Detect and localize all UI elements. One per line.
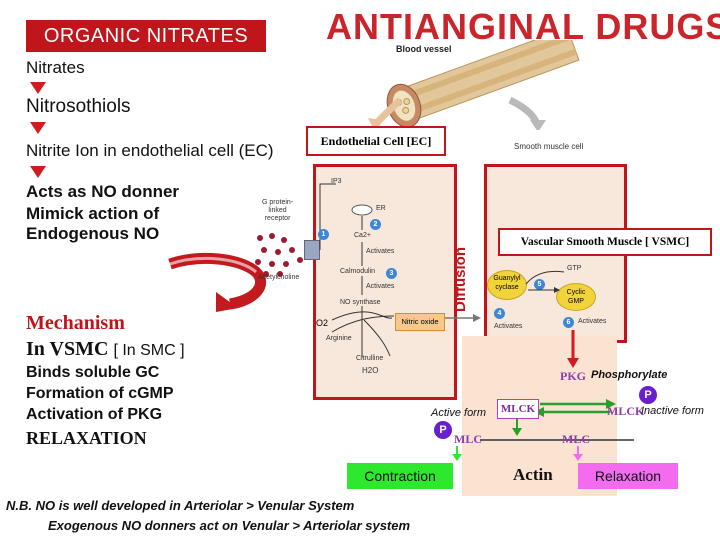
citrulline-label: Citrulline xyxy=(356,355,384,362)
receptor-label-line: G protein- xyxy=(262,199,294,206)
blood-vessel-illustration xyxy=(368,40,580,130)
step-nitrosothiols: Nitrosothiols xyxy=(26,96,131,117)
smc-pathway-arrows xyxy=(525,270,565,293)
no-synthase-label: NO synthase xyxy=(340,299,381,306)
acetylcholine-molecules xyxy=(255,233,303,277)
arginine-label: Arginine xyxy=(326,335,352,342)
step-number-badge: 1 xyxy=(318,229,329,240)
endothelial-cell-title: Endothelial Cell [EC] xyxy=(306,126,446,156)
ec-pathway-arrows xyxy=(319,183,395,358)
regulation-arrows xyxy=(452,330,634,461)
step-nitrates: Nitrates xyxy=(26,58,85,77)
mechanism-location: In VSMC [ In SMC ] xyxy=(26,338,185,361)
note-2: Exogenous NO donners act on Venular > Ar… xyxy=(48,518,411,533)
mlck-active-box: MLCK xyxy=(497,399,539,419)
mechanism-line-3: Activation of PKG xyxy=(26,406,163,423)
activates-label: Activates xyxy=(494,323,523,330)
smooth-muscle-cell-label: Smooth muscle cell xyxy=(514,142,584,151)
pkg-label: PKG xyxy=(560,369,586,383)
mlck-inactive-label: MLCK xyxy=(607,404,645,418)
contraction-box: Contraction xyxy=(347,463,453,489)
receptor-label-line: receptor xyxy=(264,215,291,222)
active-form-label: Active form xyxy=(431,407,487,419)
gtp-label: GTP xyxy=(567,265,582,272)
calcium-label: Ca2+ xyxy=(354,232,371,239)
down-arrow-icon xyxy=(30,122,46,134)
inactive-form-label: Inactive form xyxy=(641,405,704,417)
guanylyl-cyclase-node: Guanylyl cyclase xyxy=(487,270,527,300)
step-number-badge: 4 xyxy=(494,308,505,319)
actin-label: Actin xyxy=(513,465,553,484)
page-title: ANTIANGINAL DRUGS xyxy=(326,6,720,47)
cyclic-gmp-node: Cyclic GMP xyxy=(556,283,596,311)
cgmp-line: GMP xyxy=(568,298,584,305)
no-effect-1: Acts as NO donner xyxy=(26,182,180,201)
ip3-label: IP3 xyxy=(331,178,342,185)
step-number-badge: 6 xyxy=(563,317,574,328)
water-label: H2O xyxy=(362,366,379,375)
mechanism-line-1: Binds soluble GC xyxy=(26,364,160,381)
organic-nitrates-banner: ORGANIC NITRATES xyxy=(26,20,266,52)
er-label: ER xyxy=(376,205,386,212)
mechanism-line-2: Formation of cGMP xyxy=(26,385,174,402)
step-number-badge: 2 xyxy=(370,219,381,230)
no-effect-2: Mimick action of xyxy=(26,204,160,223)
diffusion-arrow xyxy=(445,314,481,322)
cgmp-line: Cyclic xyxy=(566,289,586,296)
acetylcholine-label: Acetylcholine xyxy=(258,274,300,281)
diffusion-label: Diffusion xyxy=(452,247,469,312)
phosphate-badge: P xyxy=(434,421,452,439)
activates-label: Activates xyxy=(366,248,395,255)
activates-label: Activates xyxy=(578,318,607,325)
phosphorylate-label: Phosphorylate xyxy=(591,369,668,381)
note-1: N.B. NO is well developed in Arteriolar … xyxy=(6,498,355,513)
red-curved-arrow-icon xyxy=(168,252,267,312)
mlc-phosphorylated-label: MLC xyxy=(454,432,482,446)
receptor-label: G protein- linked receptor xyxy=(262,199,293,223)
down-arrow-icon xyxy=(30,82,46,94)
endothelial-cell xyxy=(313,164,457,400)
mechanism-title: Mechanism xyxy=(26,312,125,334)
phosphate-badge: P xyxy=(639,386,657,404)
step-nitrite-ion: Nitrite Ion in endothelial cell (EC) xyxy=(26,141,274,160)
oxygen-label: O2 xyxy=(316,318,329,328)
mechanism-result: RELAXATION xyxy=(26,428,147,448)
mlc-label: MLC xyxy=(562,432,590,446)
calmodulin-label: Calmodulin xyxy=(340,268,376,275)
in-smc-label: [ In SMC ] xyxy=(113,342,185,359)
receptor-label-line: linked xyxy=(268,207,287,214)
activates-label: Activates xyxy=(366,283,395,290)
no-effect-3: Endogenous NO xyxy=(26,224,160,243)
step-number-badge: 5 xyxy=(534,279,545,290)
nitric-oxide-box: Nitric oxide xyxy=(395,313,445,331)
relaxation-box: Relaxation xyxy=(578,463,678,489)
vsmc-title: Vascular Smooth Muscle [ VSMC] xyxy=(498,228,712,256)
in-vsmc-label: In VSMC xyxy=(26,338,109,360)
down-arrow-icon xyxy=(30,166,46,178)
gc-line: cyclase xyxy=(495,284,519,291)
step-number-badge: 3 xyxy=(386,268,397,279)
blood-vessel-label: Blood vessel xyxy=(396,44,452,54)
gc-line: Guanylyl xyxy=(493,275,521,282)
